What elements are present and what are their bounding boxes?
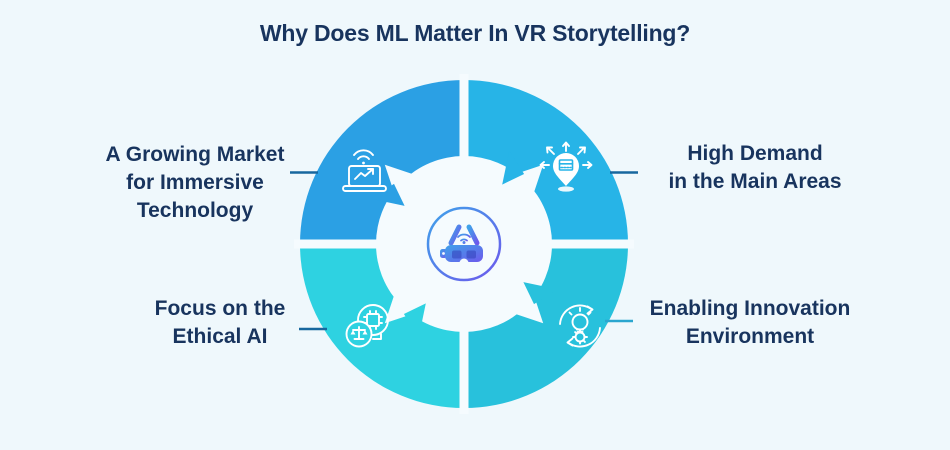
notch-top-left — [370, 164, 419, 206]
label-ethical-ai: Focus on the Ethical AI — [95, 295, 345, 351]
label-line: Enabling Innovation — [649, 297, 851, 320]
label-line: A Growing Market — [105, 143, 285, 166]
label-line: in the Main Areas — [668, 170, 842, 193]
label-line: Focus on the — [154, 297, 286, 320]
label-line: Ethical AI — [172, 325, 268, 348]
label-high-demand: High Demand in the Main Areas — [630, 140, 880, 196]
location-pin-expansion-icon — [539, 141, 593, 192]
notch-tooth — [370, 183, 405, 206]
label-line: Environment — [685, 325, 815, 348]
label-line: Technology — [136, 199, 254, 222]
notch-tooth — [523, 282, 558, 305]
center-emblem — [426, 206, 502, 282]
laptop-growth-chart-icon — [342, 149, 387, 192]
vr-headset-icon — [440, 224, 483, 268]
notch-tooth — [403, 303, 426, 338]
label-innovation: Enabling Innovation Environment — [625, 295, 875, 351]
storefront-glyph — [558, 159, 574, 171]
expansion-arrows — [539, 141, 593, 169]
innovation-bulb-gear-icon — [559, 304, 601, 348]
label-growing-market: A Growing Market for Immersive Technolog… — [70, 141, 320, 225]
label-line: for Immersive — [126, 171, 264, 194]
notch-tooth — [502, 150, 525, 185]
ai-ethics-balance-icon — [345, 304, 389, 348]
page-title: Why Does ML Matter In VR Storytelling? — [259, 20, 691, 46]
label-line: High Demand — [687, 142, 823, 165]
